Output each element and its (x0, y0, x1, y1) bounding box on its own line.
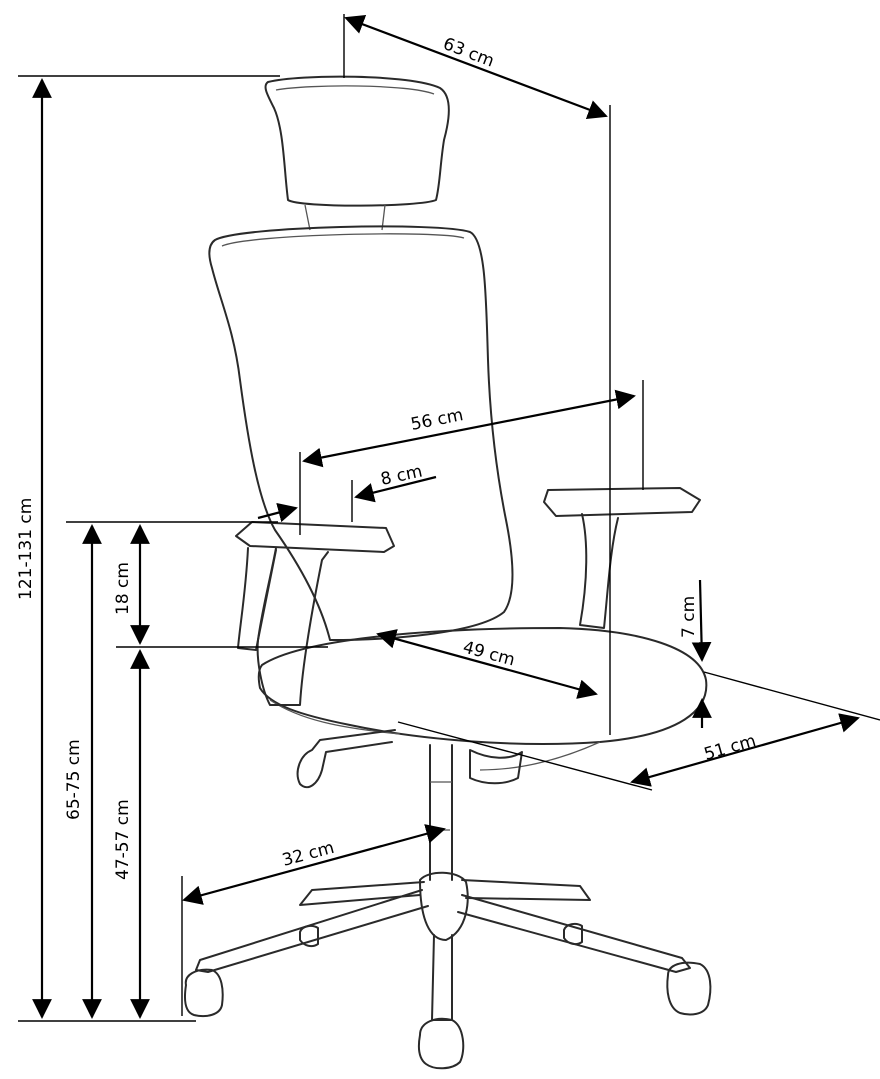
gas-cylinder (429, 744, 453, 881)
seat-mechanism (469, 749, 523, 785)
base-leg-left (195, 889, 429, 973)
dim-line-armrest-width (354, 475, 437, 503)
headrest (264, 75, 450, 207)
base-leg-right (457, 894, 691, 973)
label-armrest-height: 65-75 cm (64, 739, 84, 820)
dim-line-top-width (344, 15, 608, 119)
headrest-inner (275, 85, 435, 95)
seat-underside (269, 699, 601, 771)
caster-left (184, 968, 224, 1018)
backrest (208, 225, 514, 641)
label-seat-thickness: 7 cm (679, 596, 699, 638)
dim-line-seat-depth (376, 629, 598, 699)
dim-line-between-armrests (302, 389, 636, 468)
backrest-edge (221, 233, 465, 247)
label-seat-width: 51 cm (702, 731, 758, 765)
tilt-lever (296, 729, 396, 789)
gas-cylinder-ring (430, 781, 452, 831)
left-armrest-pad (235, 521, 395, 553)
base-leg-front (431, 934, 453, 1021)
caster-back-left (299, 924, 319, 948)
label-armrest-above-seat: 18 cm (113, 562, 133, 615)
label-seat-height: 47-57 cm (113, 799, 133, 880)
dim-line-seat-width (630, 713, 860, 787)
left-armrest-post (256, 547, 329, 706)
dim-line-base-radius (182, 824, 446, 905)
right-armrest-pad (543, 487, 701, 517)
base-leg-back-right (461, 879, 591, 901)
dimension-labels: 63 cm 121-131 cm 65-75 cm 47-57 cm 18 cm… (16, 34, 758, 880)
dimension-lines (18, 14, 880, 1022)
chair-drawing (184, 75, 712, 1070)
right-armrest-post (579, 513, 619, 629)
caster-front (417, 1017, 465, 1070)
caster-right (666, 961, 712, 1016)
label-armrest-width: 8 cm (379, 462, 424, 490)
caster-back-right (563, 922, 583, 946)
left-armrest-front (237, 547, 277, 651)
label-top-width: 63 cm (440, 34, 497, 72)
dim-line-seat-thickness (691, 579, 712, 662)
base-leg-back-left (299, 881, 425, 906)
label-total-height: 121-131 cm (16, 498, 36, 600)
